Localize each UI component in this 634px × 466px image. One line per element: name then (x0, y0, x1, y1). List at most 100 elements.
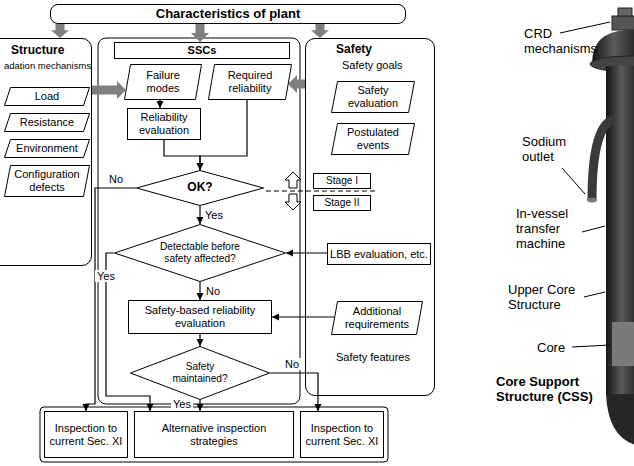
header-box: SSCs (114, 42, 290, 59)
input-parallelogram: Environment (4, 139, 90, 158)
panel-heading: Safety (336, 43, 372, 57)
flow-connector (164, 140, 204, 170)
connector-line (270, 373, 318, 411)
input-parallelogram: Configuration defects (4, 165, 90, 197)
node-text: Environment (13, 142, 81, 155)
connector-line (200, 100, 247, 170)
shape-outline (115, 225, 286, 282)
core-region (612, 322, 634, 366)
block-arrow (51, 24, 69, 38)
panel-note: Safety features (336, 351, 410, 364)
flow-connector (270, 373, 322, 411)
node-text: Postulated events (341, 126, 405, 151)
shape-outline (209, 65, 292, 100)
shape-outline (5, 140, 90, 158)
part-label: Core Support Structure (CSS) (496, 374, 604, 404)
input-parallelogram: Resistance (4, 113, 90, 132)
flow-connector (197, 282, 204, 300)
panel-frame (98, 38, 300, 404)
panel-heading: Structure (11, 44, 64, 58)
leader-line (582, 226, 605, 232)
process-box: Safety-based reliability evaluation (128, 300, 272, 334)
panel-note: Safety goals (342, 59, 403, 72)
flow-connector (197, 334, 204, 346)
arrow-head (157, 101, 164, 108)
result-box: Inspection to current Sec. XI (44, 411, 128, 458)
block-arrow-shape (191, 24, 209, 42)
flow-connector (272, 314, 334, 321)
node-text: Safety-based reliability evaluation (132, 304, 268, 329)
connector-line (272, 316, 334, 317)
structure-panel: Structureadation mechanismsLoadResistanc… (0, 38, 92, 266)
edge-label: Yes (203, 209, 225, 221)
block-arrow-shape (288, 75, 305, 93)
result-box: Alternative inspection strategies (134, 411, 294, 458)
arrow-head (197, 163, 204, 170)
node-text: Additional requirements (341, 305, 413, 330)
flow-connector (197, 400, 204, 411)
arrow-head (197, 163, 204, 170)
leader-line (560, 22, 610, 33)
part-label: CRD mechanisms (524, 26, 604, 56)
edge-label: Yes (171, 398, 193, 410)
stage-divider (266, 191, 378, 192)
shape-outline (137, 171, 264, 206)
node-text: Required reliability (218, 69, 282, 94)
node-text: OK? (180, 181, 220, 195)
block-arrow (288, 75, 305, 93)
connector-line (164, 140, 200, 170)
edge-label: No (204, 285, 222, 297)
node-text: Failure modes (134, 69, 192, 94)
part-label: In-vessel transfer machine (516, 206, 582, 251)
edge-label: No (283, 358, 301, 370)
vessel-body (606, 66, 634, 394)
arrow-head (272, 314, 279, 321)
up-arrow-symbol (285, 172, 301, 188)
block-arrow-shape (92, 81, 126, 99)
node-text: LBB evaluation, etc. (330, 248, 428, 261)
arrow-head (197, 404, 204, 411)
node-text: Inspection to current Sec. XI (304, 422, 380, 447)
input-parallelogram: Safety evaluation (331, 81, 415, 113)
input-parallelogram: Failure modes (124, 64, 202, 100)
safety-panel: SafetySafety goalsSafety features Safety … (305, 38, 435, 396)
shape-outline (5, 166, 90, 197)
block-arrow (311, 24, 329, 38)
edge-label: No (107, 173, 125, 185)
shape-outline (332, 82, 415, 113)
node-text: Reliability evaluation (131, 111, 197, 136)
node-text: Safety evaluation (341, 84, 405, 109)
process-box: Reliability evaluation (127, 108, 201, 140)
part-label: Core (537, 340, 577, 355)
flow-connector (197, 100, 248, 170)
block-arrow-shape (311, 24, 329, 38)
block-arrow (191, 24, 209, 42)
pipe-end (587, 198, 597, 203)
arrow-head (315, 404, 322, 411)
shape-outline (125, 65, 202, 100)
input-parallelogram: Postulated events (331, 123, 415, 155)
panel-note: adation mechanisms (4, 61, 91, 72)
outlet-pipe (592, 120, 614, 200)
shape-outline (332, 124, 415, 155)
node-text: Stage II (316, 197, 368, 209)
shape-outline (332, 302, 423, 335)
node-text: Configuration defects (13, 168, 81, 193)
arrow-head (147, 404, 154, 411)
block-arrow-shape (51, 24, 69, 38)
flow-connector (157, 100, 164, 108)
stage-box: Stage I (313, 173, 371, 189)
input-parallelogram: Required reliability (208, 64, 292, 100)
part-label: Sodium outlet (522, 134, 584, 164)
flow-connector (286, 250, 327, 257)
down-arrow-symbol (285, 194, 301, 210)
part-label: Upper Core Structure (508, 282, 594, 312)
decision-diamond: Safety maintained? (130, 346, 270, 400)
shape-outline (131, 347, 270, 400)
edge-label: Yes (95, 270, 117, 282)
arrow-head (83, 404, 90, 411)
node-text: SSCs (118, 44, 286, 57)
leader-line (584, 292, 605, 297)
decision-diamond: OK? (136, 170, 264, 206)
